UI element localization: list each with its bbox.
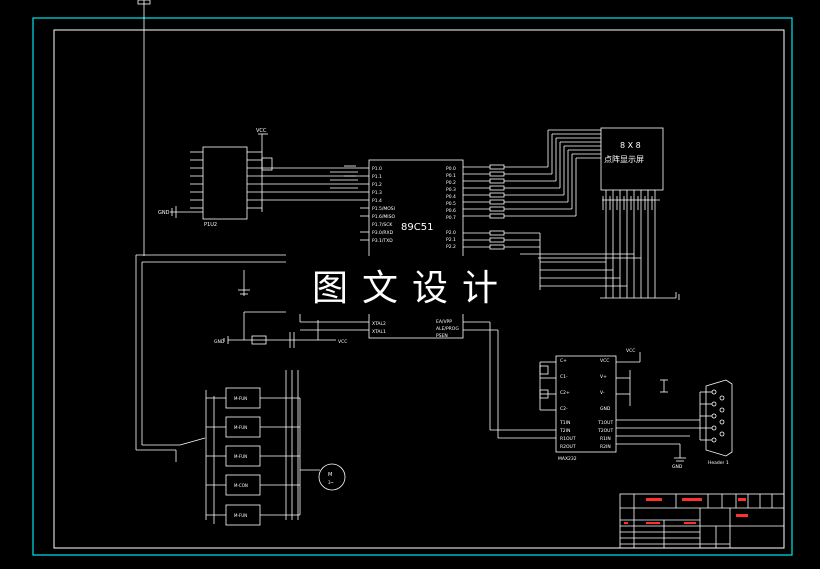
svg-text:XTAL2: XTAL2 <box>372 321 386 327</box>
svg-text:T2IN: T2IN <box>559 428 570 434</box>
driver-block <box>136 370 346 526</box>
display-size-label: 8 X 8 <box>620 141 641 150</box>
svg-text:P2.1: P2.1 <box>446 237 456 243</box>
svg-text:GND: GND <box>672 464 683 470</box>
watermark-text: 图文设计 <box>286 256 538 314</box>
svg-text:R2IN: R2IN <box>600 444 611 450</box>
vcc-label-top: VCC <box>256 128 267 134</box>
svg-text:P1.7/SCK: P1.7/SCK <box>372 222 393 228</box>
svg-text:P1.1: P1.1 <box>372 174 382 180</box>
svg-text:P0.6: P0.6 <box>446 208 456 214</box>
svg-text:M-FUN: M-FUN <box>234 454 247 459</box>
title-block <box>619 493 785 549</box>
svg-text:T1IN: T1IN <box>559 420 570 426</box>
svg-text:3~: 3~ <box>328 480 334 485</box>
svg-text:C2+: C2+ <box>560 390 570 396</box>
svg-text:M-FUN: M-FUN <box>234 513 247 518</box>
gnd-label-crystal: GND <box>214 339 225 345</box>
gnd-label-left: GND <box>158 210 170 216</box>
svg-text:P2.2: P2.2 <box>446 244 456 250</box>
display-name-label: 点阵显示屏 <box>604 154 644 164</box>
svg-text:P0.2: P0.2 <box>446 180 456 186</box>
left-ic-label: P1U2 <box>204 222 217 228</box>
cursor-box <box>137 0 151 5</box>
svg-text:R1IN: R1IN <box>600 436 611 442</box>
vcc-label-crystal: VCC <box>338 339 347 345</box>
svg-text:M-CON: M-CON <box>234 483 248 488</box>
mcu-left-pins: P1.0P1.1P1.2 P1.3P1.4P1.5/MOSI P1.6/MISO… <box>372 166 395 335</box>
title-block-marks <box>624 498 748 524</box>
svg-text:P0.5: P0.5 <box>446 201 456 207</box>
svg-text:R2OUT: R2OUT <box>560 444 576 450</box>
port0-resistors <box>463 129 601 250</box>
left-ic <box>170 133 360 220</box>
max232-labels: C+ VCC C1- V+ C2+ V- C2- GND T1IN T1OUT T2IN T… <box>558 348 683 470</box>
svg-text:XTAL1: XTAL1 <box>372 329 386 335</box>
mcu-chip <box>330 159 464 339</box>
driver-labels: M-FUN M-FUN M-FUN M-CON M-FUN M 3~ <box>234 396 334 518</box>
svg-text:MAX232: MAX232 <box>558 456 577 462</box>
svg-text:P3.0/RXD: P3.0/RXD <box>372 230 394 236</box>
db9-connector <box>699 379 733 457</box>
svg-text:C2-: C2- <box>560 406 568 412</box>
svg-text:P0.7: P0.7 <box>446 215 456 221</box>
max232-chip <box>463 321 700 462</box>
svg-text:P1.0: P1.0 <box>372 166 382 172</box>
db9-label: Header 1 <box>708 460 729 466</box>
svg-text:VCC: VCC <box>600 358 609 364</box>
svg-text:C+: C+ <box>560 358 567 364</box>
svg-text:PSEN: PSEN <box>436 333 448 339</box>
svg-text:P0.4: P0.4 <box>446 194 456 200</box>
mcu-label: 89C51 <box>401 222 433 233</box>
inner-frame <box>53 29 785 549</box>
svg-text:T1OUT: T1OUT <box>597 420 613 426</box>
svg-text:P0.3: P0.3 <box>446 187 456 193</box>
svg-text:P2.0: P2.0 <box>446 230 456 236</box>
svg-text:P1.4: P1.4 <box>372 198 382 204</box>
mcu-right-pins: P0.0P0.1P0.2 P0.3P0.4P0.5 P0.6P0.7 P2.0P… <box>436 166 459 339</box>
svg-text:V-: V- <box>600 390 605 396</box>
svg-text:V+: V+ <box>600 374 607 380</box>
svg-text:GND: GND <box>600 406 611 412</box>
svg-text:M-FUN: M-FUN <box>234 396 247 401</box>
svg-text:P0.1: P0.1 <box>446 173 456 179</box>
svg-text:P1.3: P1.3 <box>372 190 382 196</box>
svg-text:EA/VPP: EA/VPP <box>436 319 452 325</box>
svg-text:P3.1/TXD: P3.1/TXD <box>372 238 393 244</box>
svg-text:C1-: C1- <box>560 374 568 380</box>
svg-text:T2OUT: T2OUT <box>597 428 613 434</box>
crystal-section <box>135 254 360 450</box>
svg-text:M-FUN: M-FUN <box>234 425 247 430</box>
svg-text:R1OUT: R1OUT <box>560 436 576 442</box>
svg-text:M: M <box>328 472 332 478</box>
svg-text:P0.0: P0.0 <box>446 166 456 172</box>
outer-frame <box>32 17 793 556</box>
svg-text:P1.6/MISO: P1.6/MISO <box>372 214 395 220</box>
svg-text:P1.2: P1.2 <box>372 182 382 188</box>
svg-text:VCC: VCC <box>626 348 635 354</box>
dot-matrix-display <box>520 127 680 300</box>
svg-text:P1.5/MOSI: P1.5/MOSI <box>372 206 395 212</box>
svg-text:ALE/PROG: ALE/PROG <box>436 326 459 332</box>
